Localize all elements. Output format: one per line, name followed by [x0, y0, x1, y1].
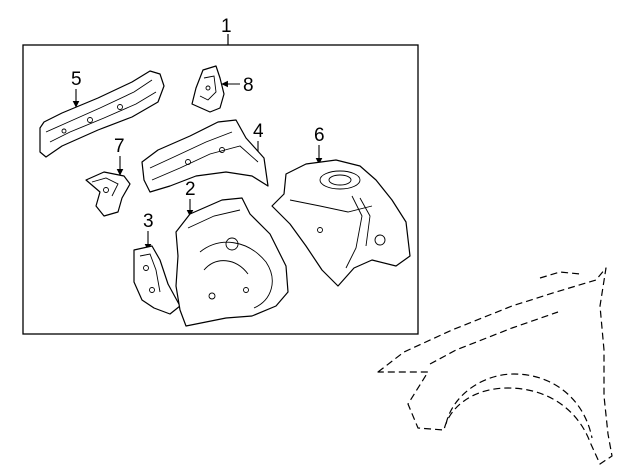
callout-5: 5	[71, 69, 82, 90]
callout-2: 2	[185, 179, 196, 200]
part-3-reinforcement	[133, 245, 181, 315]
callout-6: 6	[314, 125, 325, 146]
part-5-upper-rail	[39, 70, 165, 158]
part-7-mount	[85, 171, 131, 217]
part-2-wheelhouse	[175, 197, 289, 327]
fender-outline	[377, 267, 613, 465]
part-4-apron-rail	[141, 119, 269, 193]
part-8-bracket	[191, 65, 225, 113]
callout-1: 1	[221, 16, 232, 37]
callout-8: 8	[243, 75, 254, 96]
assembly-frame	[22, 44, 419, 335]
part-6-shock-tower	[271, 159, 411, 287]
callout-3: 3	[143, 211, 154, 232]
callout-4: 4	[253, 121, 264, 142]
callout-7: 7	[114, 136, 125, 157]
